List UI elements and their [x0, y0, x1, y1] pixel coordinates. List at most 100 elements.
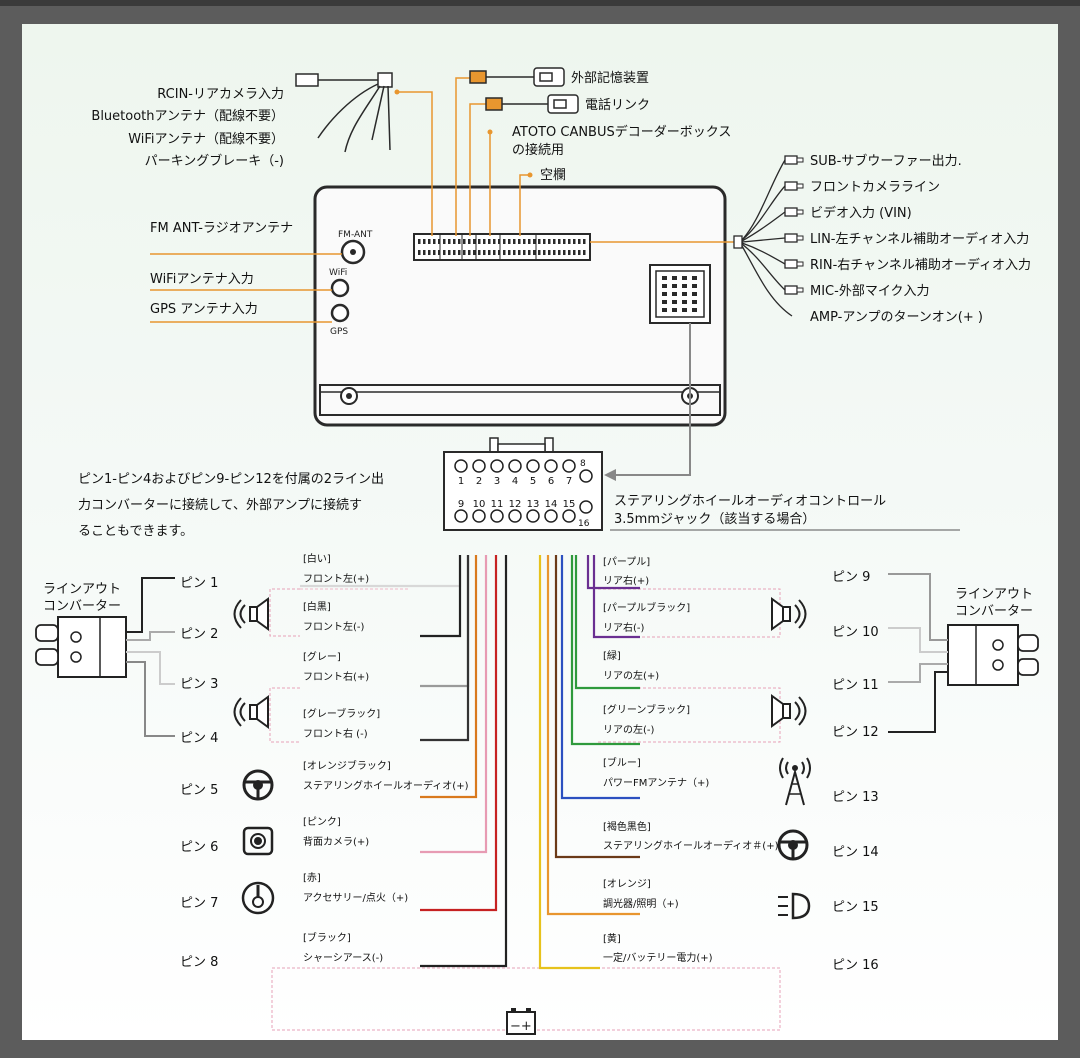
- fm-antenna-label: FM ANT-ラジオアンテナ: [150, 221, 293, 236]
- note-text: ピン1-ピン4およびピン9-ピン12を付属の2ライン出力コンバーターに接続して、…: [78, 472, 384, 539]
- canbus-label-line1: ATOTO CANBUSデコーダーボックス: [512, 124, 731, 140]
- top-left-label: WiFiアンテナ（配線不要）: [128, 131, 284, 147]
- wire-function-label: 背面カメラ(+): [303, 835, 369, 848]
- connector-pin: [454, 459, 468, 473]
- rca-plug: [784, 181, 798, 191]
- wifi-antenna-label: WiFiアンテナ入力: [150, 272, 254, 287]
- left-wires: [300, 555, 508, 968]
- wire-function-label: リアの左(-): [603, 723, 655, 736]
- wire-color-label: [黄]: [603, 932, 621, 945]
- rca-plug-tip: [796, 261, 804, 267]
- pin-label: ピン 1: [180, 576, 218, 591]
- top-left-label: パーキングブレーキ（-): [145, 153, 284, 169]
- pin-label: ピン 3: [180, 677, 218, 692]
- rca-plug: [784, 155, 798, 165]
- external-storage-plug: [469, 67, 565, 87]
- wire-color-label: [パープルブラック]: [603, 601, 690, 614]
- camera-icon: [242, 826, 274, 856]
- pin-label: ピン 4: [180, 731, 218, 746]
- rca-plug-tip: [796, 287, 804, 293]
- right-wires: [538, 555, 640, 970]
- connector-pin: [508, 459, 522, 473]
- right-label: フロントカメラライン: [810, 180, 940, 195]
- wire-color-label: [グレーブラック]: [303, 707, 380, 720]
- wire-function-label: フロント左(+): [303, 572, 369, 585]
- connector-pin: [579, 469, 593, 483]
- right-label: ビデオ入力 (VIN): [810, 205, 912, 221]
- empty-label: 空欄: [540, 167, 566, 183]
- canbus-label-line2: の接続用: [512, 142, 564, 158]
- connector-pin: [454, 509, 468, 523]
- wire-color-label: [グリーンブラック]: [603, 703, 690, 716]
- connector-pin: [544, 509, 558, 523]
- connector-pin: [490, 509, 504, 523]
- pin-label: ピン 16: [832, 958, 879, 973]
- wire-color-label: [ピンク]: [303, 816, 341, 828]
- top-left-label: RCIN-リアカメラ入力: [157, 87, 284, 102]
- rca-plug: [784, 285, 798, 295]
- converter-label: コンバーター: [43, 599, 121, 614]
- pin-number: 15: [563, 499, 576, 510]
- connector-pin: [544, 459, 558, 473]
- pin-label: ピン 8: [180, 955, 218, 970]
- connector-pin: [562, 509, 576, 523]
- note-line: 力コンバーターに接続して、外部アンプに接続す: [78, 497, 362, 513]
- rca-plug: [784, 233, 798, 243]
- rear-camera-harness: [295, 72, 393, 153]
- steering-label-line1: ステアリングホイールオーディオコントロール: [614, 493, 886, 509]
- phone-link-plug: [485, 94, 579, 114]
- pin-label: ピン 10: [832, 625, 879, 640]
- wire-color-label: [緑]: [603, 649, 621, 662]
- pin-label: ピン 9: [832, 570, 870, 585]
- speaker-icon: [233, 597, 269, 631]
- right-pin-list: ピン 9[パープル]リア右(+)ピン 10[パープルブラック]リア右(-)ピン …: [603, 556, 879, 973]
- speaker-icon: [771, 597, 807, 631]
- converter-label: コンバーター: [955, 604, 1033, 619]
- orange-leader-lines: [150, 77, 738, 323]
- pin-number: 14: [545, 499, 558, 510]
- wire-color-label: [褐色黒色]: [603, 820, 651, 833]
- antenna-tower-icon: [779, 757, 811, 806]
- speaker-icon: [771, 694, 807, 728]
- pin-number: 8: [580, 459, 586, 469]
- connector-pin: [508, 509, 522, 523]
- note-line: ることもできます。: [78, 524, 193, 539]
- pin-number: 5: [530, 476, 536, 487]
- right-harness: [733, 155, 804, 317]
- wire-color-label: [白黒]: [303, 600, 331, 613]
- pin-label: ピン 15: [832, 900, 879, 915]
- pin-label: ピン 2: [180, 627, 218, 642]
- pin-number: 10: [473, 499, 486, 510]
- wire-function-label: フロント右 (-): [303, 727, 368, 740]
- wire-color-label: [赤]: [303, 872, 321, 884]
- rca-plug-tip: [796, 209, 804, 215]
- wire-function-label: ステアリングホイールオーディオ(+): [303, 779, 469, 792]
- pin-number: 3: [494, 476, 500, 487]
- wire-function-label: シャーシアース(-): [303, 953, 383, 964]
- rca-plug-tip: [796, 183, 804, 189]
- connector-pin: [472, 509, 486, 523]
- rca-plug-tip: [796, 235, 804, 241]
- right-label: RIN-右チャンネル補助オーディオ入力: [810, 257, 1031, 273]
- battery-icon: [506, 1008, 536, 1035]
- connector-arrow: [612, 323, 691, 476]
- rca-plug-tip: [796, 157, 804, 163]
- gps-port-label: GPS: [330, 327, 348, 337]
- pin-number: 13: [527, 499, 540, 510]
- pin-label: ピン 5: [180, 783, 218, 798]
- connector-pin: [472, 459, 486, 473]
- converter-label: ラインアウト: [43, 582, 121, 597]
- right-label: SUB-サブウーファー出力.: [810, 153, 962, 169]
- left-pin-list: ピン 1[白い]フロント左(+)ピン 2[白黒]フロント左(-)ピン 3[グレー…: [180, 552, 469, 970]
- pin-number: 12: [509, 499, 522, 510]
- pin-number: 16: [578, 519, 590, 529]
- wire-color-label: [ブラック]: [303, 931, 351, 944]
- connector-pin: [562, 459, 576, 473]
- wire-color-label: [パープル]: [603, 556, 650, 568]
- ignition-key-icon: [241, 881, 275, 915]
- wire-function-label: ステアリングホイールオーディオ＃(+): [603, 839, 779, 852]
- pin-number: 9: [458, 499, 464, 510]
- pin-label: ピン 14: [832, 845, 879, 860]
